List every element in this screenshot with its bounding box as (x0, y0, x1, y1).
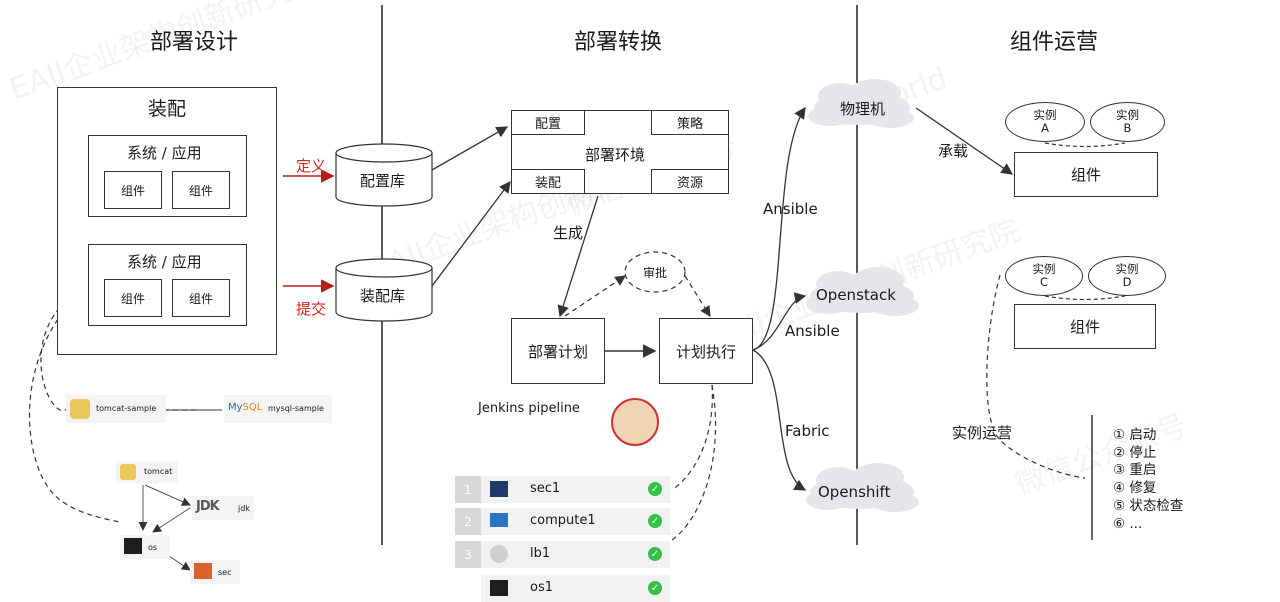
component-box: 组件 (172, 279, 230, 317)
component-box-bottom: 组件 (1014, 304, 1156, 349)
system-label-2: 系统 / 应用 (127, 253, 202, 271)
cloud-openstack (806, 267, 919, 316)
env-policy-tab: 策略 (651, 110, 729, 135)
step-item: ⑤ 状态检查 (1113, 497, 1184, 514)
sec-node: sec (190, 560, 240, 584)
config-db-label: 配置库 (360, 172, 406, 190)
tomcat-icon (120, 464, 136, 480)
instance-b: 实例 B (1090, 102, 1165, 142)
env-resource-tab: 资源 (651, 169, 729, 194)
execute-box: 计划执行 (659, 318, 753, 384)
physical-label: 物理机 (840, 100, 886, 118)
carry-arrow (915, 107, 1014, 175)
env-label: 部署环境 (585, 146, 646, 164)
ansible-label-2: Ansible (785, 322, 840, 340)
assembly-to-env-arrow (431, 180, 511, 287)
pipeline-row: 3 lb1 ✓ (455, 541, 670, 568)
assembly-db-label: 装配库 (360, 287, 406, 305)
cloud-physical (808, 79, 914, 128)
jenkins-icon (611, 398, 659, 446)
openshift-label: Openshift (818, 483, 891, 501)
step-item: ④ 修复 (1113, 480, 1157, 497)
approve-ellipse (624, 251, 686, 293)
ansible-label-1: Ansible (763, 200, 818, 218)
firewall-icon (194, 563, 212, 579)
header-ops: 组件运营 (1010, 30, 1099, 55)
tomcat-node: tomcat (116, 461, 178, 483)
header-design: 部署设计 (150, 30, 239, 55)
check-icon: ✓ (648, 581, 662, 595)
step-item: ① 启动 (1113, 427, 1157, 443)
pipeline-row: 1 sec1 ✓ (455, 476, 670, 503)
pipeline-row: os1 ✓ (481, 575, 670, 602)
carry-label: 承载 (938, 142, 969, 160)
instance-a: 实例 A (1005, 102, 1085, 142)
component-box-top: 组件 (1014, 152, 1158, 197)
tomcat-sample-node: tomcat-sample (66, 395, 166, 423)
lb-icon (490, 545, 508, 563)
tomcat-icon (70, 399, 90, 419)
approve-label: 审批 (643, 266, 668, 280)
system-label-1: 系统 / 应用 (127, 144, 202, 162)
pipeline-row: 2 compute1 ✓ (455, 508, 670, 535)
sec-icon (490, 481, 508, 497)
jdk-node: JDK jdk (192, 496, 254, 520)
terminal-icon (490, 580, 508, 596)
jenkins-label: Jenkins pipeline (478, 401, 580, 416)
step-item: ③ 重启 (1113, 462, 1157, 479)
terminal-icon (124, 538, 142, 554)
openstack-label: Openstack (816, 286, 896, 304)
component-box: 组件 (172, 171, 230, 209)
config-to-env-arrow (431, 126, 509, 171)
jdk-icon: JDK (196, 499, 220, 514)
instance-ops-label: 实例运营 (952, 424, 1013, 442)
mysql-icon: MySQL (228, 402, 263, 413)
env-config-tab: 配置 (511, 110, 585, 135)
plan-box: 部署计划 (511, 318, 605, 384)
check-icon: ✓ (648, 482, 662, 496)
instance-d: 实例 D (1088, 256, 1166, 296)
component-box: 组件 (104, 171, 162, 209)
check-icon: ✓ (648, 514, 662, 528)
step-item: ⑥ ... (1113, 515, 1143, 532)
component-box: 组件 (104, 279, 162, 317)
generate-arrow (557, 195, 599, 318)
config-db-cylinder (335, 143, 433, 207)
env-assembly-tab: 装配 (511, 169, 585, 194)
fabric-label: Fabric (785, 422, 830, 440)
assembly-db-cylinder (335, 258, 433, 322)
header-convert: 部署转换 (574, 30, 663, 55)
assembly-title: 装配 (148, 98, 187, 120)
step-item: ② 停止 (1113, 444, 1157, 461)
monitor-icon (490, 513, 508, 527)
os-node: os (120, 535, 170, 559)
instance-c: 实例 C (1005, 256, 1083, 296)
cloud-openshift (806, 463, 919, 512)
submit-label: 提交 (296, 300, 327, 318)
mysql-sample-node: MySQL mysql-sample (224, 395, 332, 423)
generate-label: 生成 (553, 224, 584, 242)
define-label: 定义 (296, 157, 327, 175)
check-icon: ✓ (648, 547, 662, 561)
ops-steps-list: ① 启动 ② 停止 ③ 重启 ④ 修复 ⑤ 状态检查 ⑥ ... (1113, 427, 1183, 533)
